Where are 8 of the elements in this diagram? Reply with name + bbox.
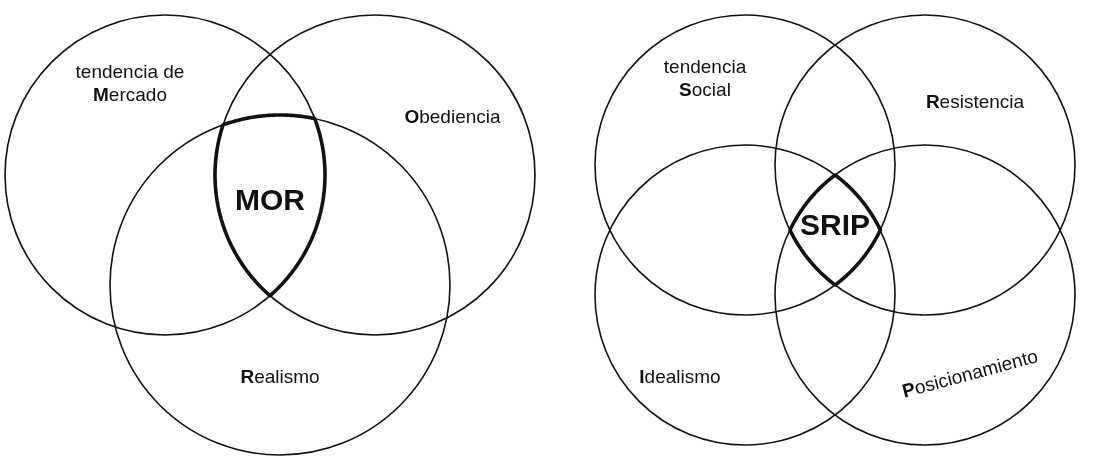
set-label: Idealismo [638, 365, 722, 388]
set-label: Resistencia [924, 90, 1026, 113]
intersection-label: MOR [234, 188, 306, 211]
set-label: Realismo [239, 365, 321, 388]
intersection-label: SRIP [799, 213, 871, 236]
set-label: Obediencia [403, 105, 502, 128]
set-label: tendencia de Mercado [74, 60, 186, 106]
set-label: tendencia Social [662, 55, 748, 101]
